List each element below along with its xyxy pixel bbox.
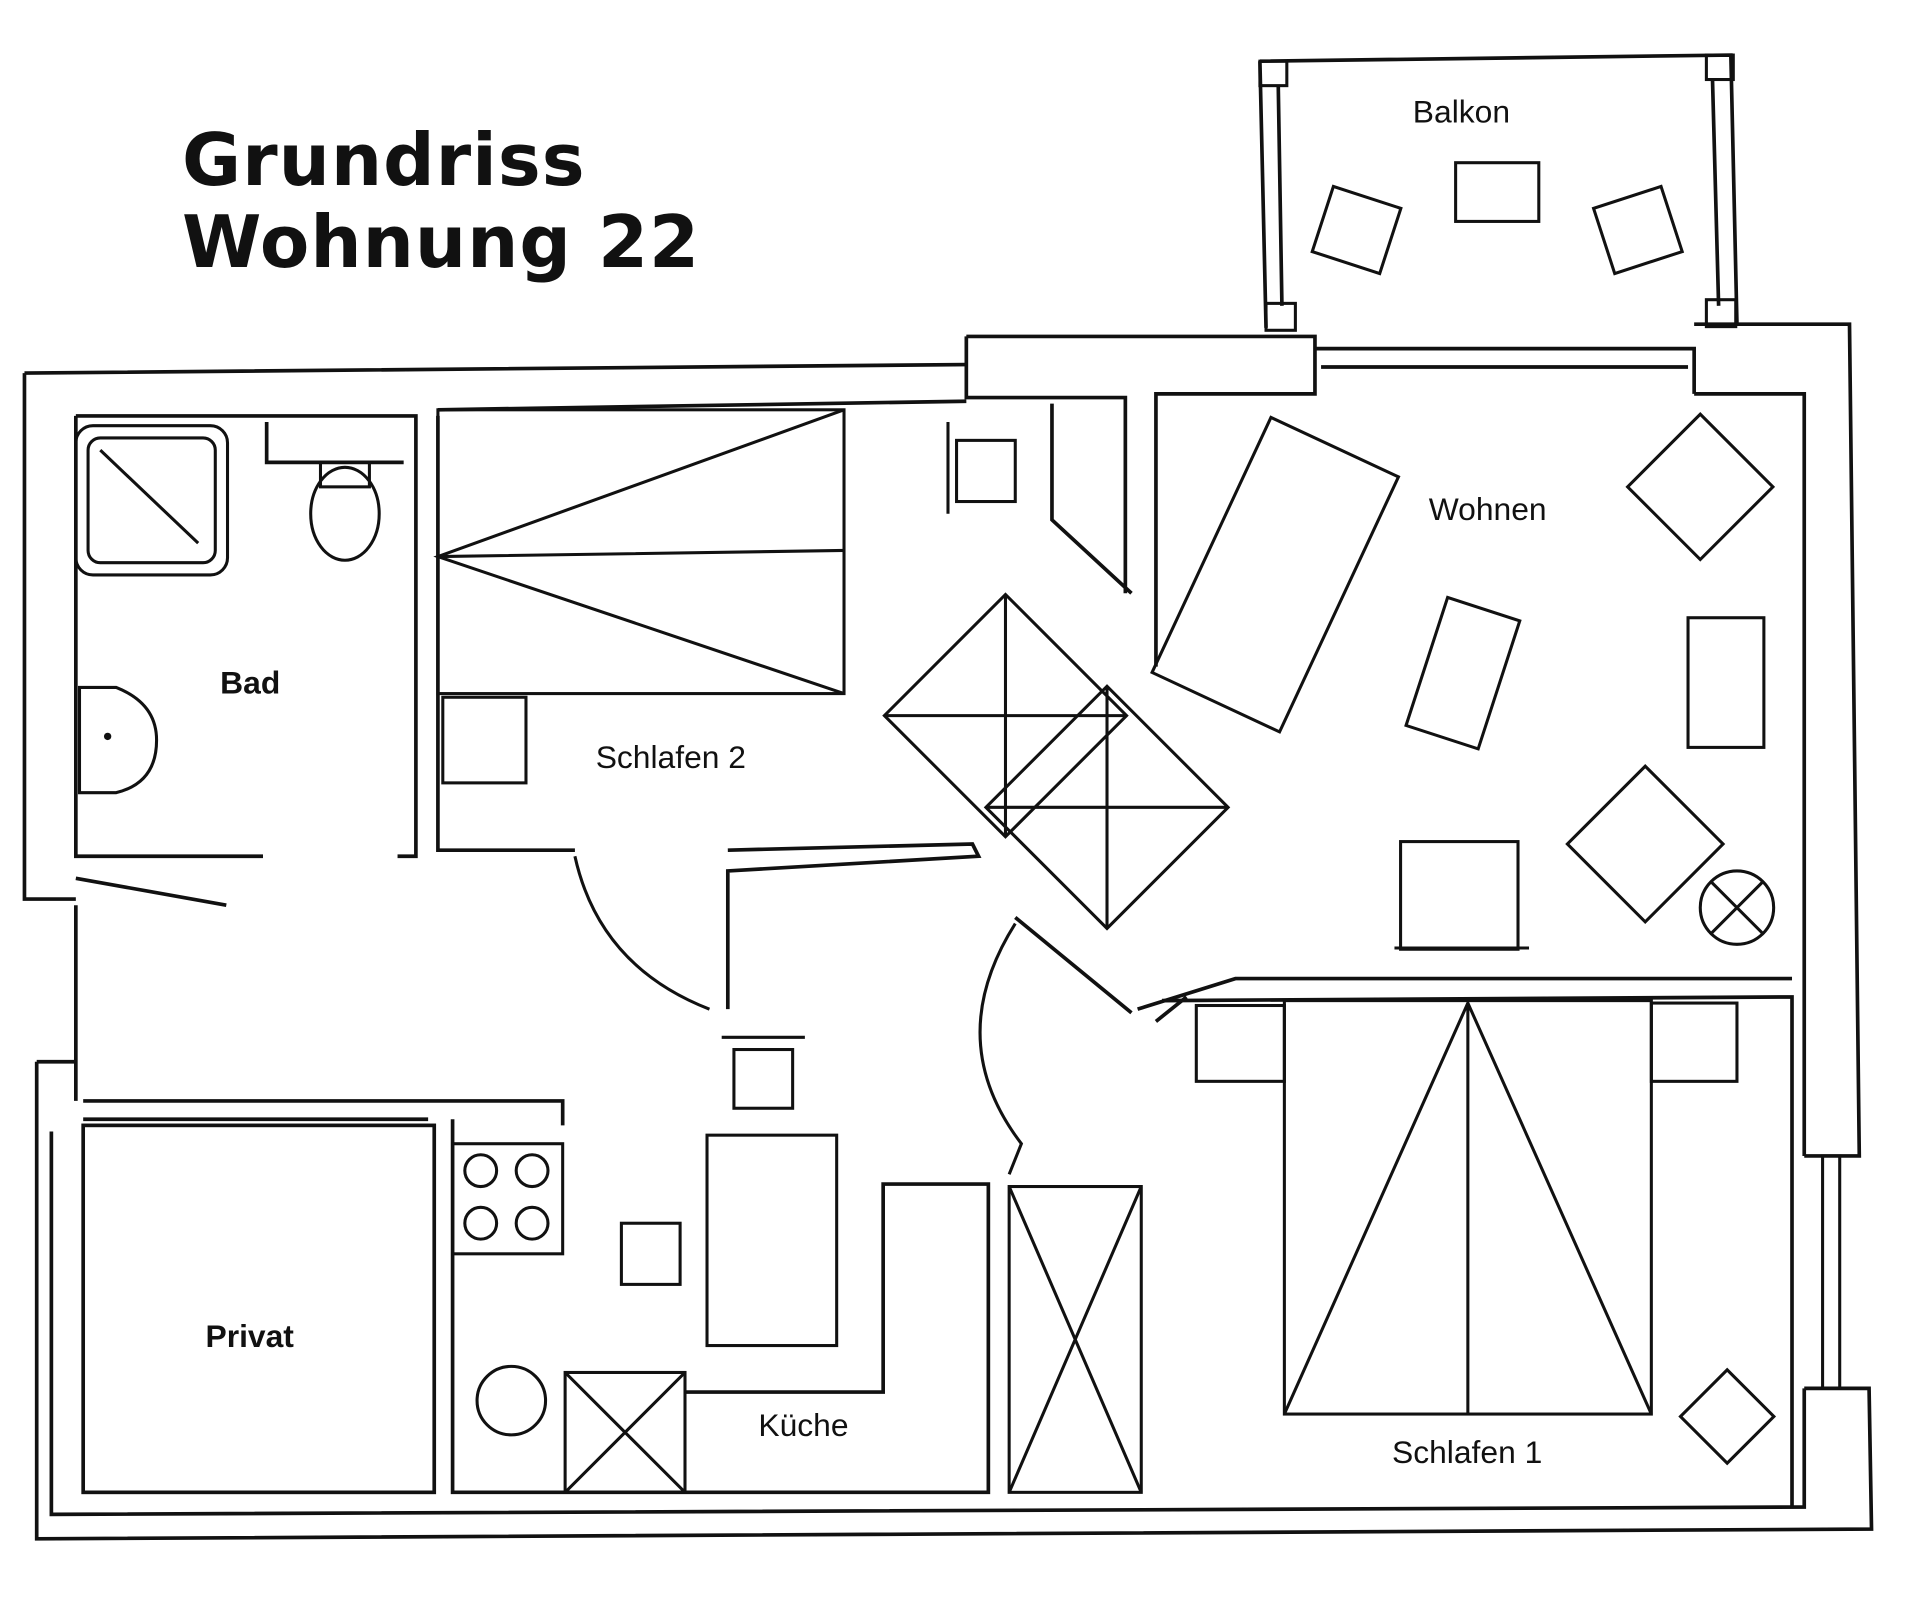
room-label-privat: Privat — [206, 1318, 295, 1354]
kitchen — [450, 922, 1024, 1495]
plan-title-line2: Wohnung 22 — [182, 200, 701, 284]
room-label-wohnen: Wohnen — [1429, 491, 1547, 527]
room-label-balkon: Balkon — [1413, 93, 1510, 129]
private-room — [81, 1099, 565, 1495]
bedroom-2 — [433, 399, 1231, 1011]
bedroom-1 — [1007, 995, 1842, 1508]
bathroom — [74, 414, 418, 859]
living-room — [1014, 412, 1793, 1023]
balcony-table — [1454, 161, 1541, 223]
room-label-schlafen1: Schlafen 1 — [1392, 1434, 1542, 1470]
balcony — [1258, 53, 1739, 332]
room-label-bad: Bad — [220, 665, 280, 701]
room-label-kueche: Küche — [758, 1407, 848, 1443]
room-label-schlafen2: Schlafen 2 — [596, 739, 746, 775]
outer-walls — [22, 322, 1874, 1541]
plan-title-line1: Grundriss — [182, 118, 586, 202]
